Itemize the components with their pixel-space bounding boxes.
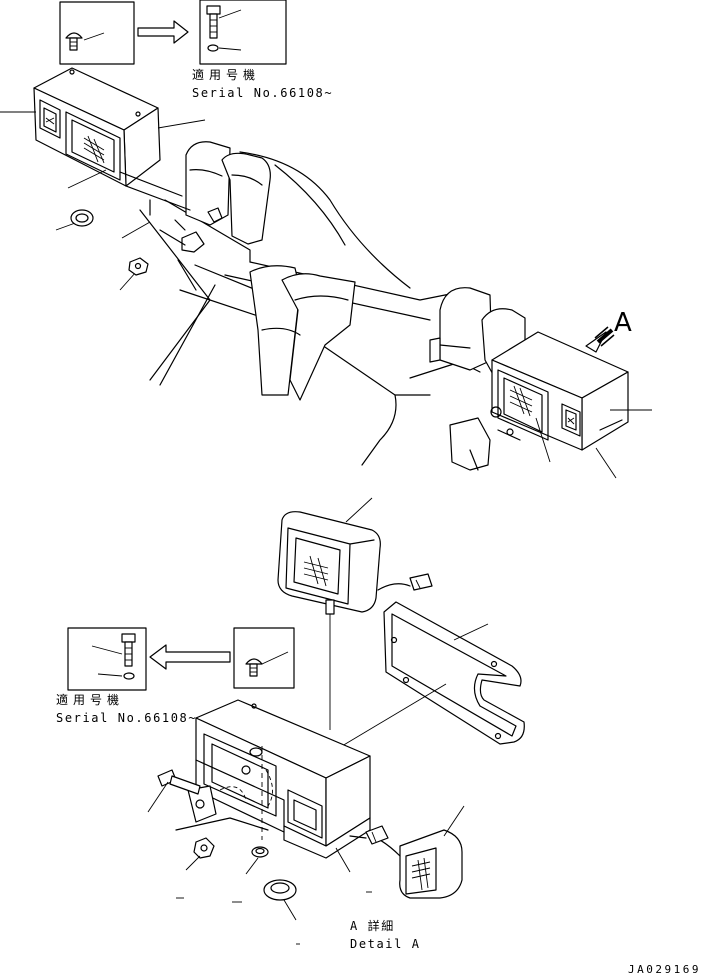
nut-top (128, 257, 149, 276)
leader-lines-detail (147, 781, 465, 945)
machine-frame (139, 141, 526, 471)
inset-old-screw-bottom (233, 627, 295, 689)
leader-headlamp (345, 497, 373, 523)
detail-label-en: Detail A (350, 937, 421, 951)
drawing-code: JA029169 (628, 963, 701, 976)
applicable-label-top: 適用号機 (192, 67, 260, 82)
applicable-label-bottom: 適用号機 (56, 692, 124, 707)
bracket-housing (157, 699, 371, 859)
inset-new-bolt (199, 0, 287, 65)
leader-lines-gasket (341, 623, 489, 747)
nut-detail (193, 837, 215, 859)
view-arrow-icon (585, 326, 615, 353)
gasket-plate (383, 601, 525, 745)
arrow-right-icon (137, 20, 189, 44)
left-lamp-housing (33, 67, 191, 216)
serial-label-bottom: Serial No.66108~ (56, 711, 197, 725)
inset-new-bolt-bottom (67, 627, 147, 691)
washer-detail (251, 846, 269, 858)
grommet-top (70, 209, 94, 227)
view-letter-a: A (614, 308, 632, 338)
grommet-detail (263, 879, 297, 901)
arrow-left-icon (149, 644, 231, 670)
inset-old-screw (59, 1, 135, 65)
rear-lamp (349, 825, 463, 899)
leader-lines-top-right (535, 409, 652, 479)
headlamp (277, 511, 433, 730)
detail-label-jp: A 詳細 (350, 918, 395, 933)
bracket-bolts-top (159, 207, 223, 253)
right-lamp-housing (490, 331, 629, 451)
serial-label-top: Serial No.66108~ (192, 86, 333, 100)
